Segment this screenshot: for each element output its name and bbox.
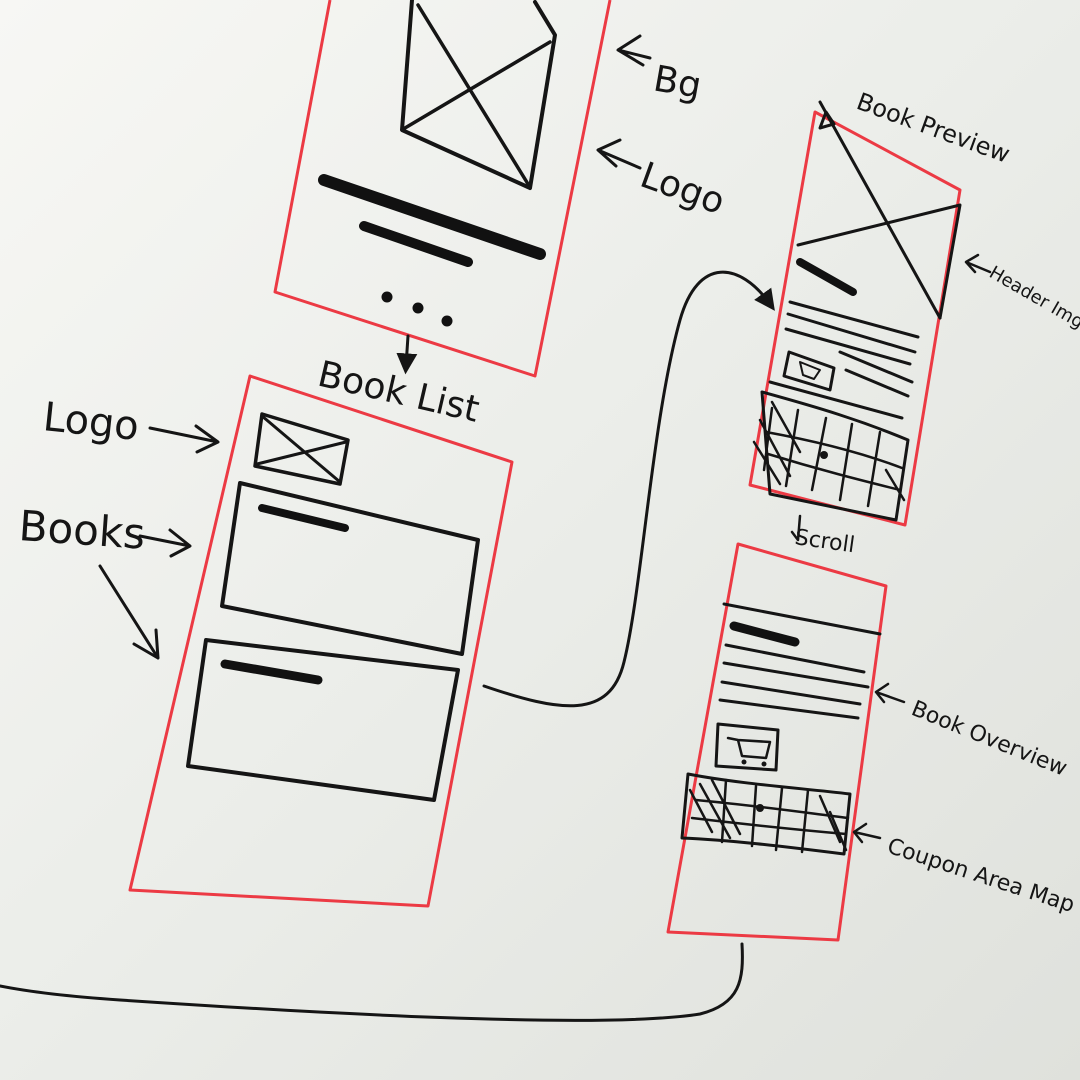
- logo-pointer-arrow: [596, 138, 642, 170]
- splash-frame: [273, 0, 612, 378]
- cart-icon: [714, 722, 780, 772]
- logo-image-placeholder-icon: [253, 412, 350, 486]
- header-image-placeholder-icon: [796, 100, 962, 320]
- logo-left-label: Logo: [41, 394, 141, 450]
- connector-to-preview: [482, 270, 775, 708]
- logo-left-arrow: [148, 424, 220, 454]
- bg-label: Bg: [650, 58, 704, 107]
- book-list-frame: [128, 374, 514, 908]
- book-overview-arrow: [874, 682, 906, 704]
- bg-pointer-arrow: [616, 34, 652, 67]
- logo-bar-long: [318, 174, 546, 260]
- preview-map-icon: [752, 390, 910, 522]
- overview-text-lines: [718, 602, 882, 720]
- scroll-arrow: [790, 514, 802, 542]
- coupon-area-map-arrow: [852, 822, 882, 844]
- connector-loop-back: [0, 942, 744, 1022]
- book-card: [186, 638, 460, 802]
- books-down-arrow: [98, 564, 160, 660]
- preview-cart-icon: [782, 350, 836, 392]
- pager-dots-icon: [381, 291, 453, 327]
- preview-text-lines: [768, 300, 920, 420]
- book-overview-frame: [666, 542, 888, 942]
- preview-title-bar: [796, 258, 857, 296]
- logo-bar-short: [359, 221, 473, 267]
- bg-image-placeholder-icon: [400, 0, 557, 190]
- books-right-arrow: [138, 528, 192, 558]
- book-preview-frame: [748, 110, 962, 527]
- coupon-map-icon: [680, 772, 852, 856]
- overview-title-bar: [729, 621, 800, 647]
- book-card: [220, 481, 480, 656]
- arrow-to-book-list: [396, 334, 418, 375]
- books-left-label: Books: [17, 501, 147, 559]
- header-img-arrow: [964, 253, 992, 274]
